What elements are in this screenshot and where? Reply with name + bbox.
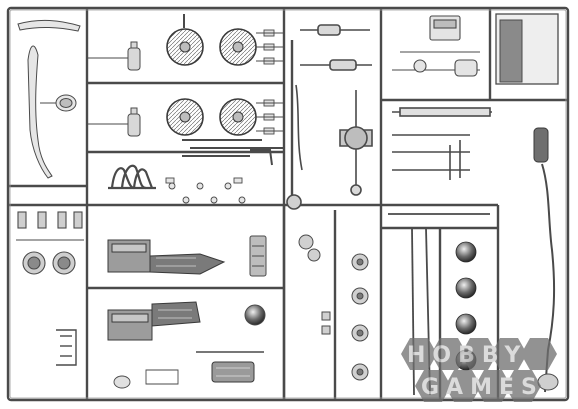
watermark-line-1: HOBBY: [407, 343, 527, 368]
small-nubs: [165, 177, 246, 204]
small-cluster: [113, 369, 179, 389]
lamps: [16, 211, 84, 275]
watermark-hexagons: [401, 338, 557, 402]
small-canisters: [87, 41, 141, 137]
watermark: HOBBY GAMES: [401, 338, 557, 402]
engine-block-lower: [107, 301, 201, 341]
bracket-parts: [392, 107, 492, 180]
sprue-frame: [6, 6, 570, 402]
radiator-frame: [56, 329, 77, 366]
dashboard-parts: [392, 15, 480, 77]
panel-part: [495, 13, 559, 85]
watermark-line-2: GAMES: [421, 375, 544, 400]
spinner-parts: [256, 29, 284, 135]
suspension-arms: [286, 24, 373, 210]
oil-pan: [196, 351, 264, 383]
axle-rods: [182, 14, 284, 166]
exhaust-manifold: [108, 164, 156, 190]
wire-wheels: [166, 28, 257, 136]
engine-block-upper: [107, 239, 226, 275]
engine-side-parts: [244, 235, 267, 326]
hub-parts: [298, 234, 369, 381]
wiper-parts: [17, 19, 81, 179]
exhaust-pipe: [533, 127, 559, 393]
